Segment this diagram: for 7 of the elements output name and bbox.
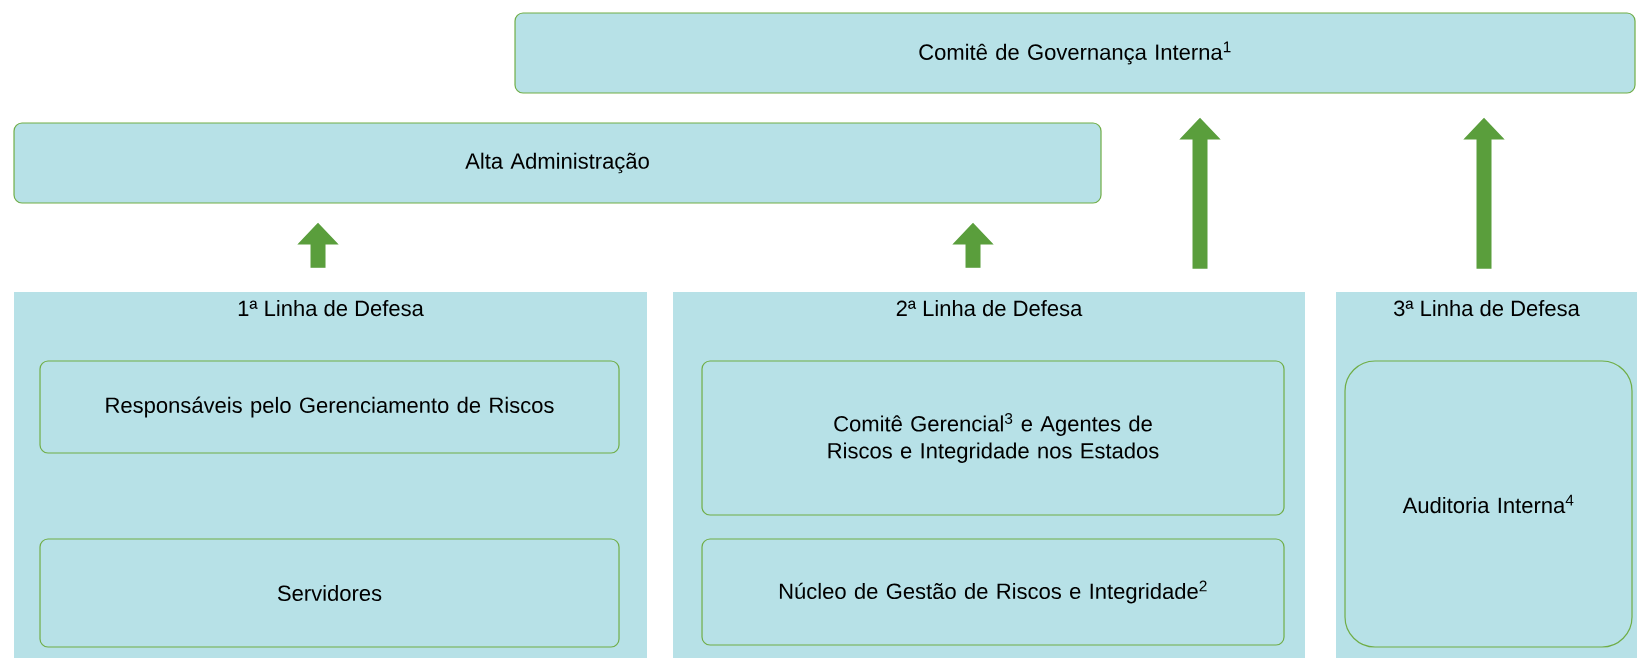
role-box: Auditoria Interna$^{4}$ — [1344, 360, 1633, 648]
role-box: Núcleo de Gestão de Riscos e Integridade$^{2}$ — [701, 538, 1285, 646]
role-box: Comitê Gerencial$^{3}$ e Agentes de Riscos e Integridade nos Estados — [701, 360, 1285, 516]
role-box: Servidores — [39, 538, 620, 648]
header-box: Alta Administração — [13, 122, 1102, 204]
role-box: Responsáveis pelo Gerenciamento de Riscos — [39, 360, 620, 454]
header-box: Comitê de Governança Interna$^{1}$ — [514, 12, 1636, 94]
